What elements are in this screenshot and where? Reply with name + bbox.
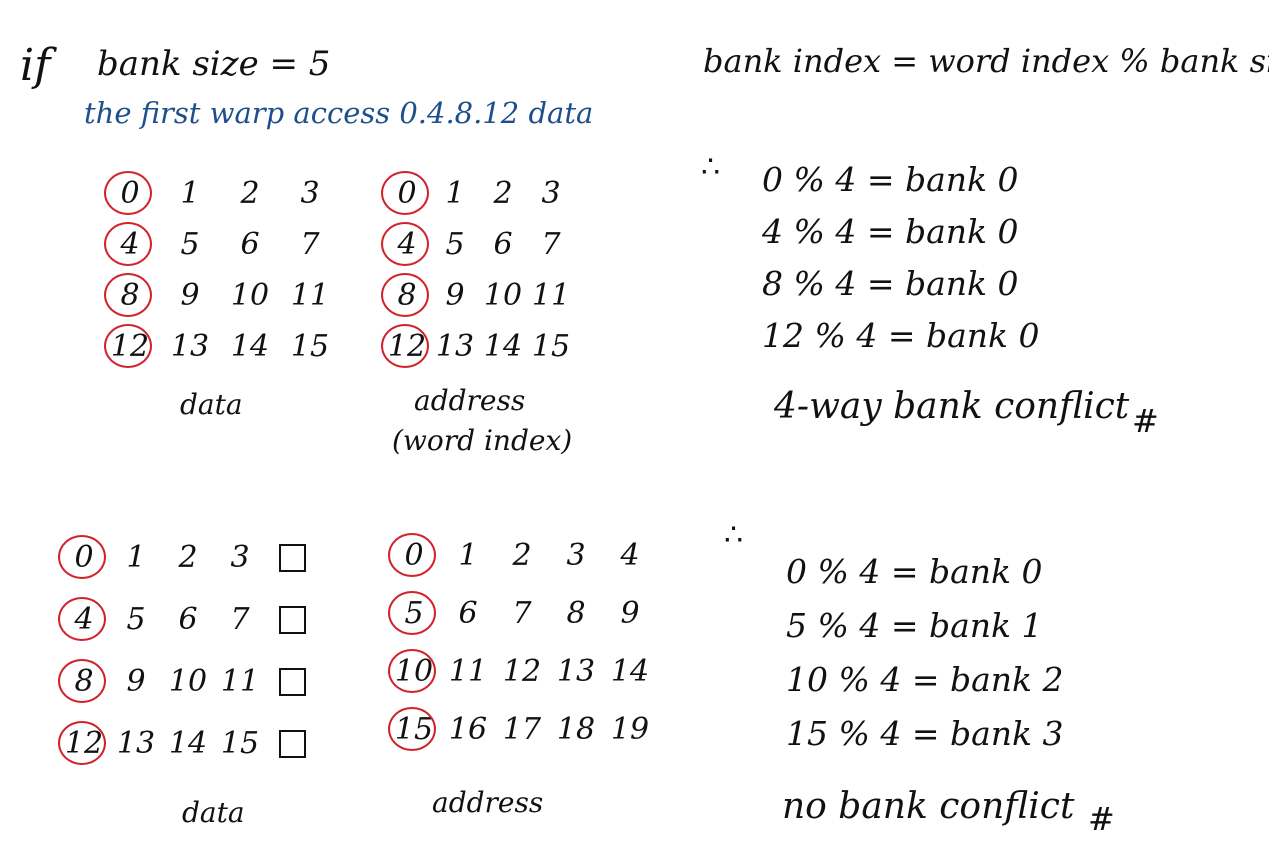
bottom-address-caption: address xyxy=(432,786,544,819)
grid-number: 5 xyxy=(180,227,200,262)
grid-number: 14 xyxy=(168,726,208,761)
grid-number: 7 xyxy=(300,227,320,262)
padding-box xyxy=(270,536,314,580)
bank-equation: 8 % 4 = bank 0 xyxy=(762,264,1019,303)
grid-number: 5 xyxy=(445,227,465,262)
grid-number: 1 xyxy=(126,540,146,575)
grid-number-circled: 5 xyxy=(388,591,436,636)
top-address-caption-word-index: (word index) xyxy=(392,424,573,457)
grid-number: 14 xyxy=(610,654,650,689)
grid-number: 1 xyxy=(180,176,200,211)
grid-number: 15 xyxy=(220,726,260,761)
grid-number: 3 xyxy=(300,176,320,211)
grid-number: 11 xyxy=(448,654,488,689)
grid-number-circled: 0 xyxy=(104,171,152,216)
grid-number-circled: 15 xyxy=(388,707,436,752)
grid-number-circled: 4 xyxy=(58,597,106,642)
bank-equation: 0 % 4 = bank 0 xyxy=(762,160,1019,199)
grid-number: 14 xyxy=(483,329,523,364)
grid-number: 2 xyxy=(493,176,513,211)
grid-number: 8 xyxy=(566,596,586,631)
grid-number-circled: 4 xyxy=(104,222,152,267)
grid-number: 7 xyxy=(230,602,250,637)
grid-number: 7 xyxy=(541,227,561,262)
bank-equation: 5 % 4 = bank 1 xyxy=(786,606,1043,645)
grid-number: 2 xyxy=(178,540,198,575)
if-label: if xyxy=(20,40,51,91)
bottom-hash-mark: # xyxy=(1088,800,1115,838)
grid-number: 2 xyxy=(240,176,260,211)
padding-box xyxy=(270,598,314,642)
grid-number: 14 xyxy=(230,329,270,364)
bank-equation: 12 % 4 = bank 0 xyxy=(762,316,1040,355)
top-therefore-symbol: ∴ xyxy=(701,150,721,185)
grid-number-circled: 12 xyxy=(104,324,152,369)
warp-access-note: the first warp access 0.4.8.12 data xyxy=(84,96,594,130)
grid-number: 9 xyxy=(126,664,146,699)
grid-number: 1 xyxy=(458,538,478,573)
grid-number: 13 xyxy=(170,329,210,364)
grid-number: 9 xyxy=(620,596,640,631)
grid-number: 15 xyxy=(290,329,330,364)
grid-number: 2 xyxy=(512,538,532,573)
bottom-conclusion: no bank conflict xyxy=(782,786,1075,827)
grid-number-circled: 8 xyxy=(104,273,152,318)
grid-number: 15 xyxy=(531,329,571,364)
grid-number: 17 xyxy=(502,712,542,747)
top-hash-mark: # xyxy=(1132,402,1159,440)
grid-number: 13 xyxy=(435,329,475,364)
bottom-data-caption: data xyxy=(182,796,245,829)
grid-number-circled: 4 xyxy=(381,222,429,267)
grid-number-circled: 12 xyxy=(58,721,106,766)
grid-number: 16 xyxy=(448,712,488,747)
grid-number: 13 xyxy=(556,654,596,689)
grid-number-circled: 12 xyxy=(381,324,429,369)
grid-number: 12 xyxy=(502,654,542,689)
grid-number: 6 xyxy=(240,227,260,262)
bank-equation: 10 % 4 = bank 2 xyxy=(786,660,1064,699)
grid-number: 4 xyxy=(620,538,640,573)
bank-equation: 15 % 4 = bank 3 xyxy=(786,714,1064,753)
top-address-caption: address xyxy=(414,384,526,417)
bank-index-formula: bank index = word index % bank size xyxy=(703,42,1269,80)
grid-number-circled: 10 xyxy=(388,649,436,694)
top-conclusion: 4-way bank conflict xyxy=(774,386,1130,427)
grid-number: 10 xyxy=(230,278,270,313)
grid-number: 11 xyxy=(290,278,330,313)
grid-number: 11 xyxy=(220,664,260,699)
grid-number-circled: 8 xyxy=(381,273,429,318)
grid-number: 1 xyxy=(445,176,465,211)
padding-box xyxy=(270,660,314,704)
grid-number: 6 xyxy=(493,227,513,262)
bank-equation: 0 % 4 = bank 0 xyxy=(786,552,1043,591)
grid-number: 3 xyxy=(230,540,250,575)
grid-number: 7 xyxy=(512,596,532,631)
bottom-therefore-symbol: ∴ xyxy=(724,518,744,553)
grid-number: 6 xyxy=(178,602,198,637)
top-data-caption: data xyxy=(180,388,243,421)
grid-number: 18 xyxy=(556,712,596,747)
grid-number-circled: 0 xyxy=(388,533,436,578)
bank-equation: 4 % 4 = bank 0 xyxy=(762,212,1019,251)
grid-number: 6 xyxy=(458,596,478,631)
padding-box xyxy=(270,722,314,766)
grid-number: 9 xyxy=(445,278,465,313)
grid-number: 13 xyxy=(116,726,156,761)
grid-number: 5 xyxy=(126,602,146,637)
grid-number-circled: 0 xyxy=(58,535,106,580)
grid-number: 9 xyxy=(180,278,200,313)
grid-number-circled: 8 xyxy=(58,659,106,704)
grid-number: 10 xyxy=(168,664,208,699)
bank-size-statement: bank size = 5 xyxy=(97,44,331,84)
grid-number: 10 xyxy=(483,278,523,313)
grid-number: 19 xyxy=(610,712,650,747)
grid-number: 11 xyxy=(531,278,571,313)
grid-number: 3 xyxy=(566,538,586,573)
grid-number-circled: 0 xyxy=(381,171,429,216)
grid-number: 3 xyxy=(541,176,561,211)
